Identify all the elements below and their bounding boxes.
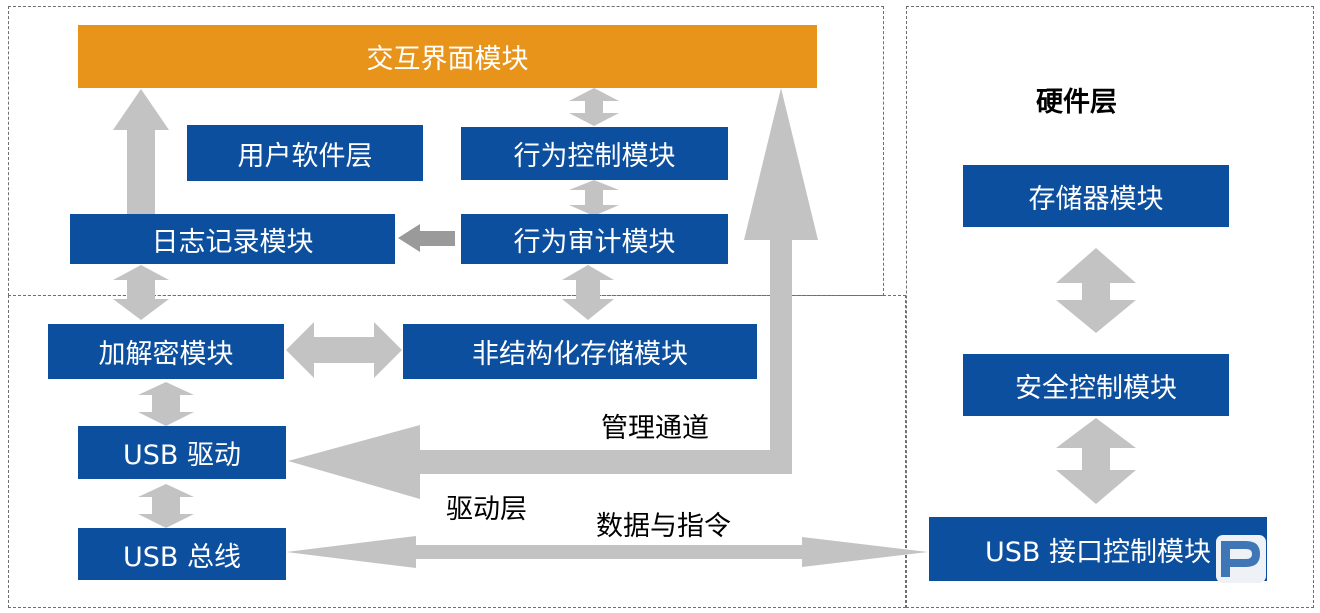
arrow-driver-bus (138, 484, 194, 528)
crypto-module-box: 加解密模块 (48, 324, 284, 379)
arrow-crypto-driver (138, 382, 194, 426)
data-commands-label: 数据与指令 (596, 511, 731, 542)
arrow-data-commands (286, 536, 928, 568)
unstructured-storage-module-box: 非结构化存储模块 (403, 324, 757, 379)
arrow-log-to-ui (113, 89, 169, 214)
arrow-crypto-storage (286, 322, 402, 378)
arrow-security-interface (1056, 418, 1136, 504)
usb-interface-control-module-box: USB 接口控制模块 (929, 517, 1267, 581)
usb-driver-box: USB 驱动 (78, 426, 286, 479)
usb-bus-box: USB 总线 (78, 528, 286, 580)
storage-module-box: 存储器模块 (963, 165, 1229, 227)
arrow-storage-security (1056, 248, 1136, 333)
hardware-layer-region (906, 6, 1314, 608)
arrow-audit-storage (562, 265, 614, 320)
security-control-module-box: 安全控制模块 (963, 354, 1229, 416)
driver-layer-region (8, 295, 906, 608)
logo-icon (1221, 541, 1260, 577)
management-channel-label: 管理通道 (601, 413, 709, 444)
hardware-layer-label: 硬件层 (1036, 87, 1117, 118)
arrow-ui-behavior-control (569, 88, 619, 126)
log-module-box: 日志记录模块 (70, 214, 395, 264)
user-software-layer-box: 用户软件层 (187, 125, 423, 181)
ui-module-box: 交互界面模块 (78, 25, 817, 88)
behavior-control-module-box: 行为控制模块 (461, 127, 728, 180)
behavior-audit-module-box: 行为审计模块 (461, 214, 728, 264)
brand-logo (1216, 535, 1266, 583)
arrow-log-crypto (113, 265, 169, 320)
arrow-management-channel (288, 88, 818, 499)
arrow-audit-to-log (398, 224, 455, 252)
arrow-control-audit (569, 180, 619, 216)
driver-layer-label: 驱动层 (446, 494, 527, 525)
